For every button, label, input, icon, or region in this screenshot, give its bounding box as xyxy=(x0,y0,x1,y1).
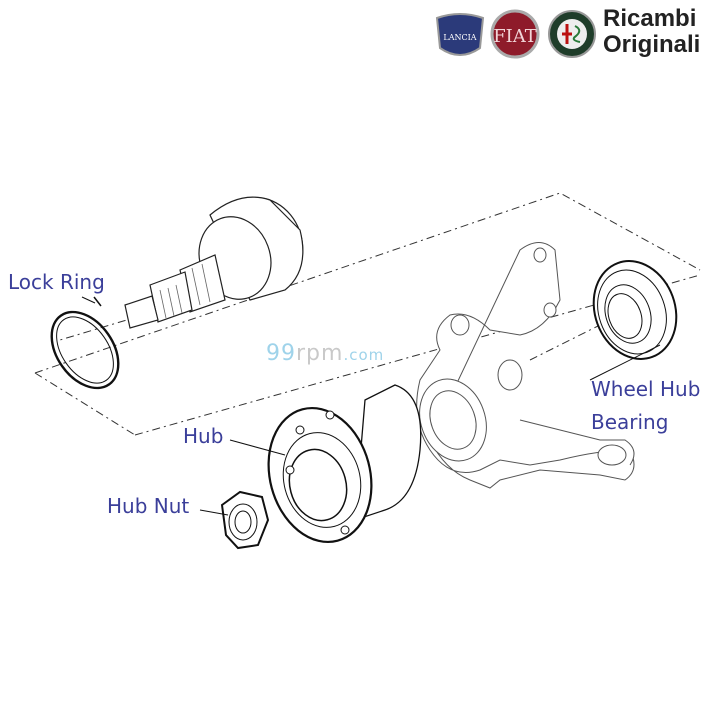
watermark-prefix: 99 xyxy=(266,341,296,366)
label-hub-nut: Hub Nut xyxy=(107,494,190,518)
leader-lines xyxy=(81,296,661,516)
watermark-name: rpm xyxy=(296,341,344,366)
label-hub: Hub xyxy=(183,424,224,448)
brand-text: Ricambi Originali xyxy=(603,6,700,58)
svg-text:LANCIA: LANCIA xyxy=(443,33,476,42)
steering-knuckle xyxy=(416,242,635,489)
hub-nut xyxy=(220,490,270,550)
brand-line-2: Originali xyxy=(603,31,701,58)
brand-line-1: Ricambi xyxy=(603,5,697,32)
fiat-logo: FIAT xyxy=(490,9,540,59)
label-lock-ring: Lock Ring xyxy=(8,270,105,294)
alfa-romeo-logo xyxy=(548,10,596,58)
watermark: 99rpm.com xyxy=(266,341,384,366)
label-wheel-hub-bearing-2: Bearing xyxy=(591,410,669,434)
hub xyxy=(267,384,422,544)
svg-text:FIAT: FIAT xyxy=(493,26,537,47)
label-wheel-hub-bearing-1: Wheel Hub xyxy=(591,377,701,401)
wheel-hub-bearing xyxy=(592,260,678,360)
watermark-suffix: .com xyxy=(343,346,385,364)
cv-joint-shaft xyxy=(124,196,304,329)
lancia-logo: LANCIA xyxy=(435,13,485,56)
lock-ring xyxy=(50,296,120,390)
